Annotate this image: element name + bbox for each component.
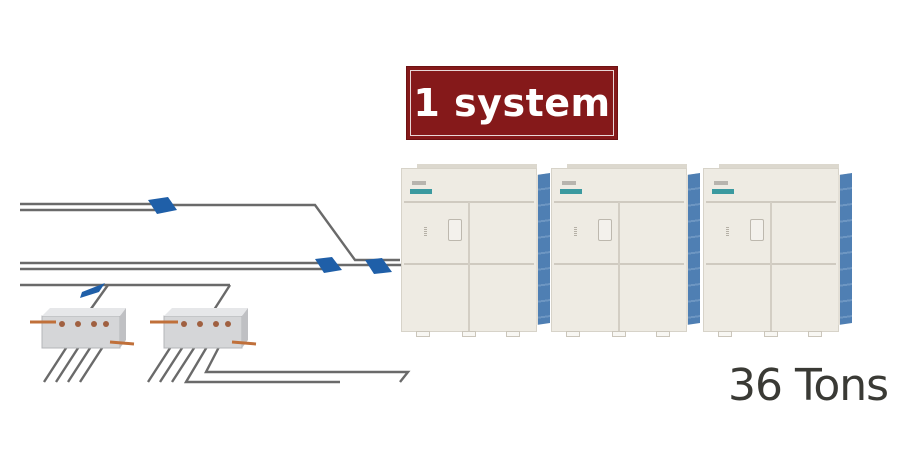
refnet-joint	[80, 283, 105, 298]
heat-exchanger-coil	[536, 173, 550, 325]
service-window-icon	[598, 219, 612, 241]
refnet-joint	[315, 257, 342, 273]
brand-badge	[712, 189, 734, 194]
capacity-label: 36 Tons	[728, 360, 889, 411]
system-count-label: 1 system	[406, 66, 618, 140]
brand-logo-icon	[562, 181, 576, 185]
outdoor-unit-2	[551, 164, 700, 337]
outdoor-unit-1	[401, 164, 550, 337]
refnet-joint	[148, 197, 177, 214]
brand-badge	[410, 189, 432, 194]
branch-box-1	[30, 308, 135, 349]
brand-logo-icon	[714, 181, 728, 185]
service-window-icon	[750, 219, 764, 241]
refnet-joint	[365, 258, 392, 274]
service-window-icon	[448, 219, 462, 241]
branch-box-2	[150, 308, 257, 349]
heat-exchanger-coil	[838, 173, 852, 325]
brand-badge	[560, 189, 582, 194]
brand-logo-icon	[412, 181, 426, 185]
outdoor-unit-3	[703, 164, 852, 337]
heat-exchanger-coil	[686, 173, 700, 325]
